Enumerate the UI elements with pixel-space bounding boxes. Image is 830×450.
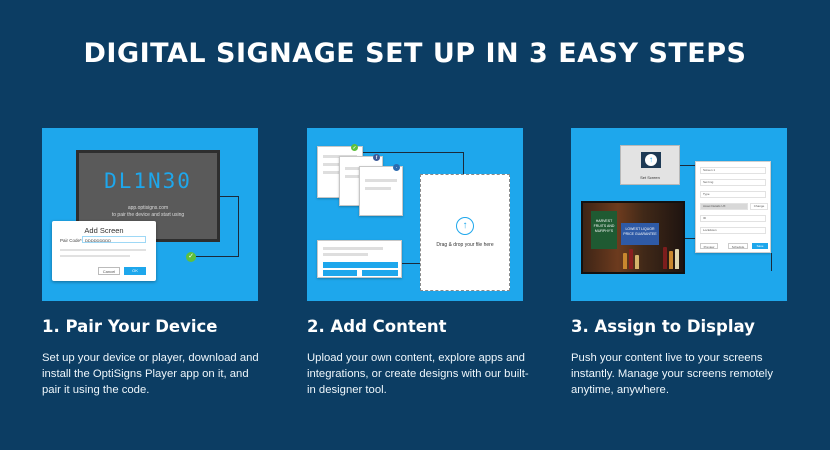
- step-description: Upload your own content, explore apps an…: [307, 352, 529, 396]
- upload-arrow-icon: ↑: [456, 217, 474, 235]
- page-headline: DIGITAL SIGNAGE SET UP IN 3 EASY STEPS: [83, 38, 747, 69]
- connector-line: [363, 152, 463, 153]
- bottle: [669, 251, 673, 269]
- settings-row: Set Img: [700, 179, 766, 186]
- add-screen-dialog: Add Screen Pair Code* DDDDDDDDD Cancel O…: [52, 221, 156, 281]
- promo-card: LOWEST LIQUOR PRICE GUARANTEE: [621, 223, 659, 245]
- placeholder-line: [323, 163, 351, 166]
- ok-button: OK: [124, 267, 146, 275]
- settings-row: Asset Details UX: [700, 203, 748, 210]
- step-title: 1. Pair Your Device: [42, 317, 218, 336]
- action-bar: [362, 270, 398, 276]
- settings-row: ID: [700, 215, 766, 222]
- connector-line: [220, 196, 238, 197]
- placeholder-line: [345, 175, 371, 178]
- bottle: [675, 249, 679, 269]
- monitor-icon: ↑: [641, 152, 661, 168]
- connector-line: [196, 256, 239, 257]
- check-icon: ✓: [351, 144, 358, 151]
- monitor-text: app.optisigns.com: [127, 205, 169, 211]
- placeholder-line: [365, 179, 397, 182]
- step-1-illustration: DL1N30 app.optisigns.com to pair the dev…: [42, 128, 258, 301]
- connector-line: [463, 152, 464, 174]
- connector-line: [685, 238, 695, 239]
- monitor-text: to pair the device and start using: [111, 212, 185, 218]
- settings-row: Lockdown: [700, 227, 766, 234]
- set-screen-label: Set Screen: [640, 175, 660, 180]
- app-icon: ·: [393, 164, 400, 171]
- screen-settings-panel: Screen 1 Set Img Type Asset Details UX C…: [695, 161, 771, 253]
- bottle: [629, 249, 633, 269]
- dialog-title: Add Screen: [84, 226, 124, 235]
- app-card: [359, 166, 403, 216]
- step-title: 3. Assign to Display: [571, 317, 755, 336]
- bottle: [623, 253, 627, 269]
- step-description: Push your content live to your screens i…: [571, 352, 773, 396]
- step-2-illustration: ✓ f · ↑ Drag & drop your file here: [307, 128, 523, 301]
- designer-card: [317, 240, 402, 278]
- set-screen-card: ↑ Set Screen: [620, 145, 680, 185]
- step-add-content: ✓ f · ↑ Drag & drop your file here 2. Ad…: [307, 128, 529, 398]
- pair-code-field: DDDDDDDDD: [82, 236, 146, 243]
- step-title: 2. Add Content: [307, 317, 447, 336]
- placeholder-line: [60, 255, 130, 257]
- settings-row: Type: [700, 191, 766, 198]
- bottle: [635, 255, 639, 269]
- action-bar: [323, 262, 398, 268]
- schedule-button: Schedule: [728, 243, 748, 249]
- file-dropzone: ↑ Drag & drop your file here: [420, 174, 510, 291]
- connector-line: [680, 165, 695, 166]
- dropzone-text: Drag & drop your file here: [436, 242, 494, 248]
- display-screen: HARVEST FRUITS AND MURPHY'S LOWEST LIQUO…: [581, 201, 685, 274]
- connector-line: [402, 263, 420, 264]
- settings-row: Screen 1: [700, 167, 766, 174]
- connector-line: [771, 253, 772, 271]
- step-assign-display: ↑ Set Screen HARVEST FRUITS AND MURPHY'S…: [571, 128, 787, 398]
- upload-arrow-icon: ↑: [645, 154, 657, 166]
- check-circle-icon: ✓: [186, 252, 196, 262]
- pair-code-display: DL1N30: [104, 169, 192, 193]
- change-button: Change: [750, 203, 768, 210]
- connector-line: [238, 196, 239, 256]
- step-pair-device: DL1N30 app.optisigns.com to pair the dev…: [42, 128, 259, 398]
- step-description: Set up your device or player, download a…: [42, 352, 259, 396]
- preview-button: Preview: [700, 243, 718, 249]
- action-bar: [323, 270, 357, 276]
- save-button: Save: [752, 243, 768, 249]
- placeholder-line: [323, 253, 368, 256]
- facebook-icon: f: [373, 154, 380, 161]
- cancel-button: Cancel: [98, 267, 120, 275]
- placeholder-line: [365, 187, 391, 190]
- placeholder-line: [323, 247, 383, 250]
- step-3-illustration: ↑ Set Screen HARVEST FRUITS AND MURPHY'S…: [571, 128, 787, 301]
- bottle: [663, 247, 667, 269]
- placeholder-line: [60, 249, 146, 251]
- store-sign: HARVEST FRUITS AND MURPHY'S: [591, 211, 617, 249]
- pair-code-label: Pair Code*: [60, 238, 82, 243]
